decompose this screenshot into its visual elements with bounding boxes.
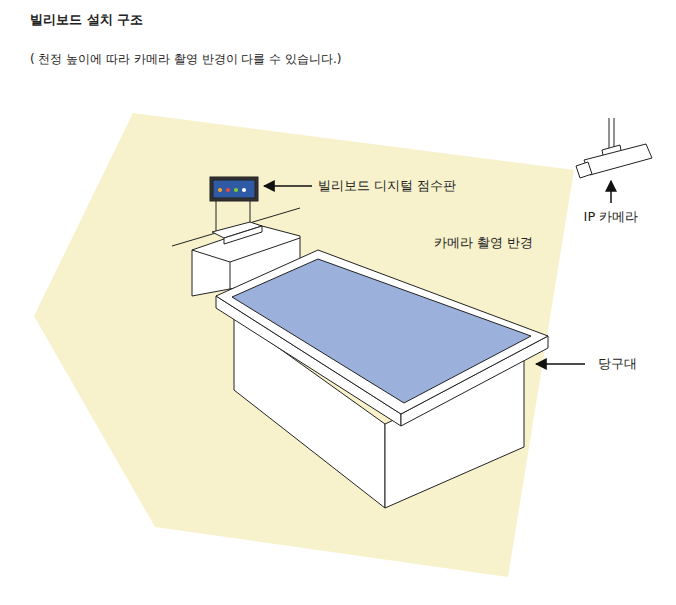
camera-coverage-area [34, 113, 574, 577]
part-label: 당구대 [598, 356, 637, 372]
diagram-title: 빌리보드 설치 구조 [30, 12, 143, 28]
area-label: 카메라 촬영 반경 [434, 235, 533, 251]
billiard-table [216, 250, 548, 508]
ip-camera [576, 118, 652, 178]
scoreboard-monitor [210, 177, 262, 244]
leader-arrows [264, 181, 611, 364]
part-label: 빌리보드 디지털 점수판 [318, 178, 456, 194]
part-label: IP 카메라 [584, 209, 639, 225]
note-text: ( 천정 높이에 따라 카메라 촬영 반경이 다를 수 있습니다.) [30, 52, 342, 66]
